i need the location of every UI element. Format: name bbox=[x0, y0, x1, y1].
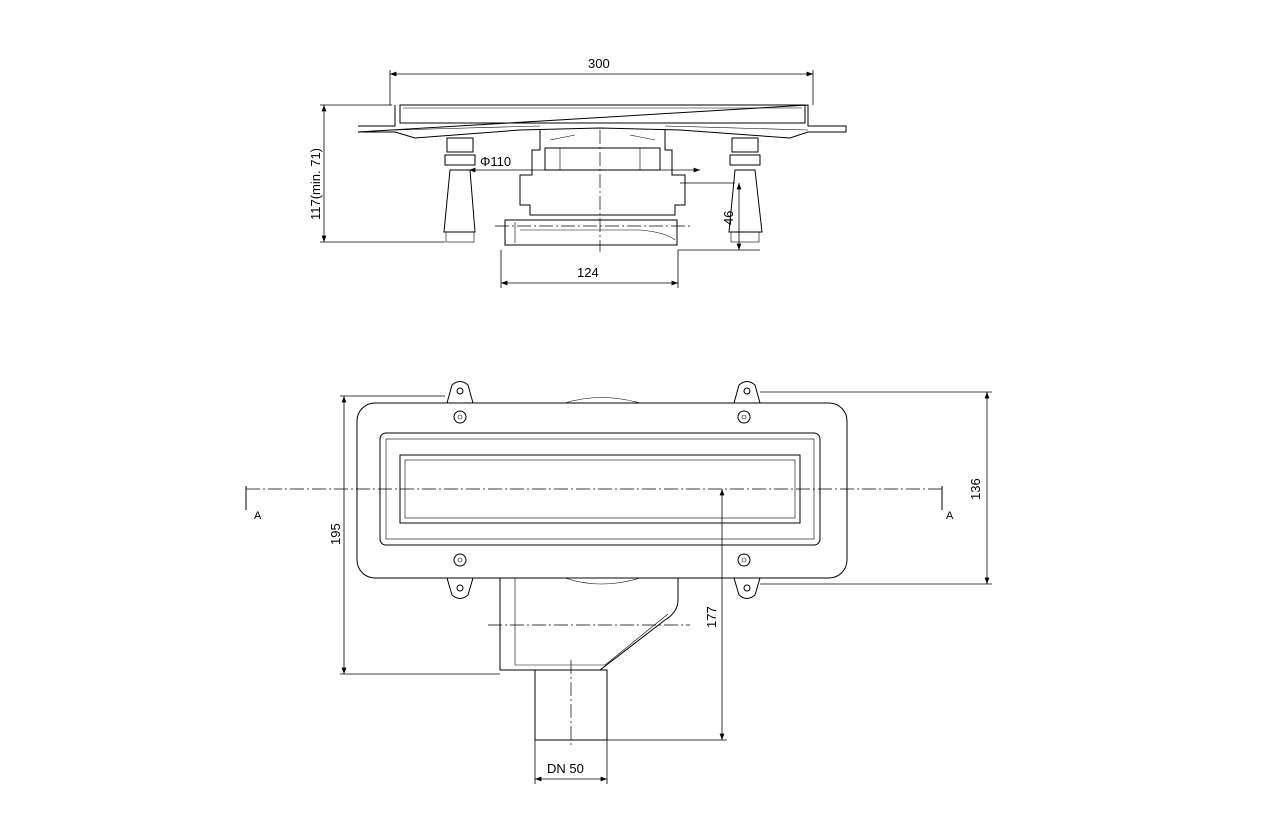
frame-depth-dimension: 136 bbox=[968, 478, 983, 500]
overall-depth-dimension: 195 bbox=[328, 523, 343, 545]
outlet-width-dimension: 124 bbox=[577, 265, 599, 280]
plan-view: A A 195 136 177 DN 50 bbox=[245, 381, 992, 784]
fixing-lugs bbox=[446, 381, 761, 599]
adjustable-foot-left bbox=[443, 137, 476, 243]
height-dimension: 117(min. 71) bbox=[308, 148, 323, 220]
section-marker-right: A bbox=[946, 510, 954, 522]
width-dimension: 300 bbox=[588, 56, 610, 71]
adjustable-foot-right bbox=[728, 137, 763, 243]
pipe-diameter-label: Φ110 bbox=[480, 154, 511, 169]
outlet-offset-dimension: 177 bbox=[704, 606, 719, 628]
section-view: 300 117(min. 7 bbox=[308, 56, 847, 288]
outlet-size-label: DN 50 bbox=[547, 761, 584, 776]
section-marker-left: A bbox=[254, 510, 262, 522]
outlet-height-dimension: 46 bbox=[721, 211, 736, 225]
